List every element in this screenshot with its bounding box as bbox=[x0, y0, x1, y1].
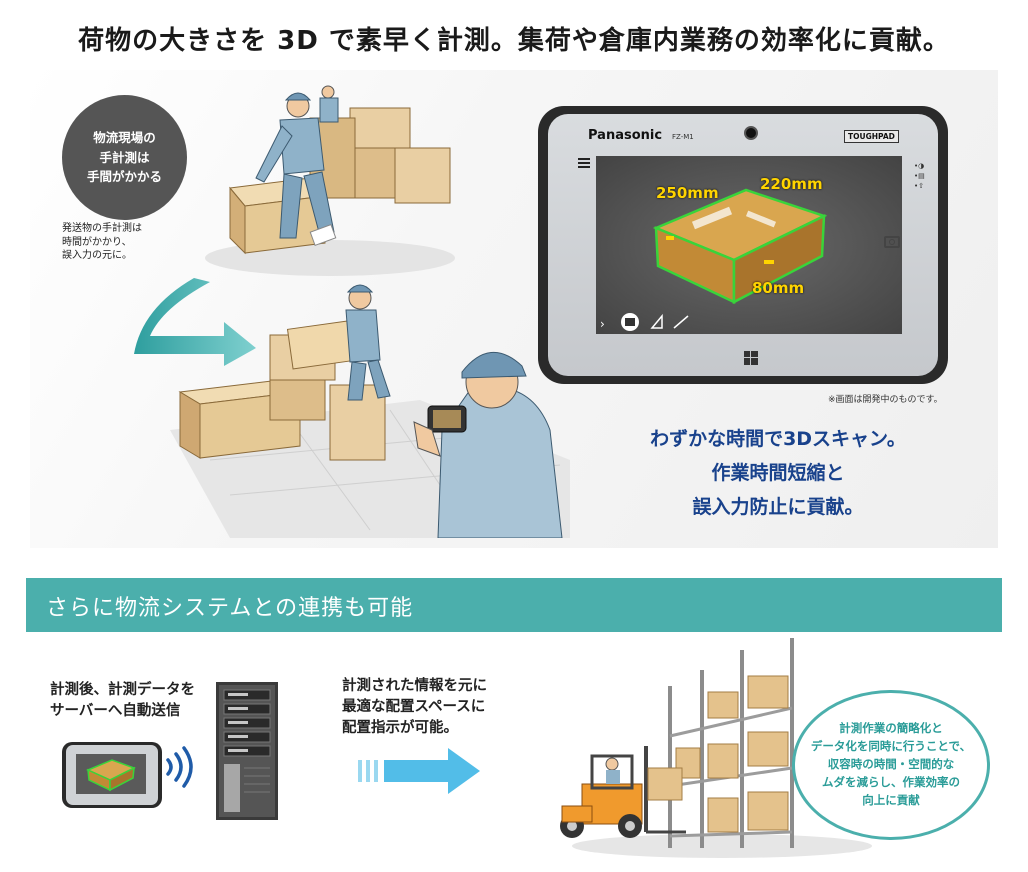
benefit-line: 向上に貢献 bbox=[862, 792, 920, 807]
tablet-face: Panasonic FZ-M1 TOUGHPAD •◑•▤•⇧ bbox=[548, 114, 938, 376]
tablet-model: FZ-M1 bbox=[672, 133, 694, 141]
manual-bubble-line: 手間がかかる bbox=[86, 169, 162, 185]
scan-message-line: 作業時間短縮と bbox=[711, 462, 845, 485]
warehouse-rack-illustration bbox=[560, 638, 872, 858]
benefit-line: 計測作業の簡略化と bbox=[839, 721, 943, 736]
manual-bubble-line: 手計測は bbox=[99, 149, 150, 165]
layout-line: 最適な配置スペースに bbox=[342, 699, 486, 716]
dimension-height: 80mm bbox=[752, 279, 805, 297]
front-camera-icon bbox=[744, 126, 758, 140]
benefit-bubble: 計測作業の簡略化と データ化を同時に行うことで、 収容時の時間・空間的な ムダを… bbox=[792, 690, 990, 840]
manual-note-line: 誤入力の元に。 bbox=[62, 250, 132, 261]
dimension-width: 250mm bbox=[656, 184, 719, 202]
layout-description: 計測された情報を元に 最適な配置スペースに 配置指示が可能。 bbox=[342, 676, 487, 739]
manual-measure-note: 発送物の手計測は 時間がかかり、 誤入力の元に。 bbox=[62, 222, 142, 263]
dimension-depth: 220mm bbox=[760, 175, 823, 193]
manual-measure-bubble: 物流現場の 手計測は 手間がかかる bbox=[62, 95, 187, 220]
tablet-badge: TOUGHPAD bbox=[844, 130, 899, 143]
benefit-line: ムダを減らし、作業効率の bbox=[822, 774, 960, 789]
svg-text:›: › bbox=[600, 317, 605, 331]
scan-message: わずかな時間で3Dスキャン。 作業時間短縮と 誤入力防止に貢献。 bbox=[558, 422, 998, 525]
server-icon bbox=[216, 682, 278, 820]
tablet-screen: › bbox=[596, 156, 902, 334]
manual-bubble-line: 物流現場の bbox=[93, 130, 156, 146]
benefit-line: データ化を同時に行うことで、 bbox=[810, 739, 972, 754]
camera-icon[interactable] bbox=[884, 236, 900, 248]
layout-line: 計測された情報を元に bbox=[342, 678, 487, 694]
screen-caption: ※画面は開発中のものです。 bbox=[828, 395, 943, 405]
section-banner: さらに物流システムとの連携も可能 bbox=[26, 578, 1002, 632]
tablet-brand: Panasonic bbox=[588, 128, 663, 143]
scan-message-line: わずかな時間で3Dスキャン。 bbox=[650, 428, 906, 450]
manual-note-line: 発送物の手計測は bbox=[62, 223, 142, 234]
layout-line: 配置指示が可能。 bbox=[342, 720, 458, 737]
sync-line: サーバーへ自動送信 bbox=[50, 703, 181, 720]
wireless-signal-icon bbox=[166, 746, 193, 788]
tablet-side-buttons: •◑•▤•⇧ bbox=[914, 162, 925, 190]
manual-measure-illustration bbox=[205, 85, 455, 276]
tablet-scan-illustration bbox=[170, 284, 570, 538]
banner-title: さらに物流システムとの連携も可能 bbox=[46, 596, 414, 621]
manual-note-line: 時間がかかり、 bbox=[62, 236, 132, 248]
curved-arrow-icon bbox=[134, 278, 256, 366]
scan-message-line: 誤入力防止に貢献。 bbox=[692, 496, 864, 519]
benefit-line: 収容時の時間・空間的な bbox=[827, 757, 955, 772]
page-headline: 荷物の大きさを 3D で素早く計測。集荷や倉庫内業務の効率化に貢献。 bbox=[78, 26, 950, 56]
tablet-device: Panasonic FZ-M1 TOUGHPAD •◑•▤•⇧ bbox=[538, 106, 948, 384]
sync-line: 計測後、計測データを bbox=[50, 682, 195, 698]
small-tablet-illustration bbox=[62, 742, 162, 808]
sync-description: 計測後、計測データを サーバーへ自動送信 bbox=[50, 680, 195, 722]
scan-view: › bbox=[596, 156, 902, 334]
windows-logo-icon[interactable] bbox=[744, 350, 758, 369]
send-arrow-icon bbox=[358, 748, 480, 794]
menu-icon[interactable] bbox=[578, 158, 590, 168]
